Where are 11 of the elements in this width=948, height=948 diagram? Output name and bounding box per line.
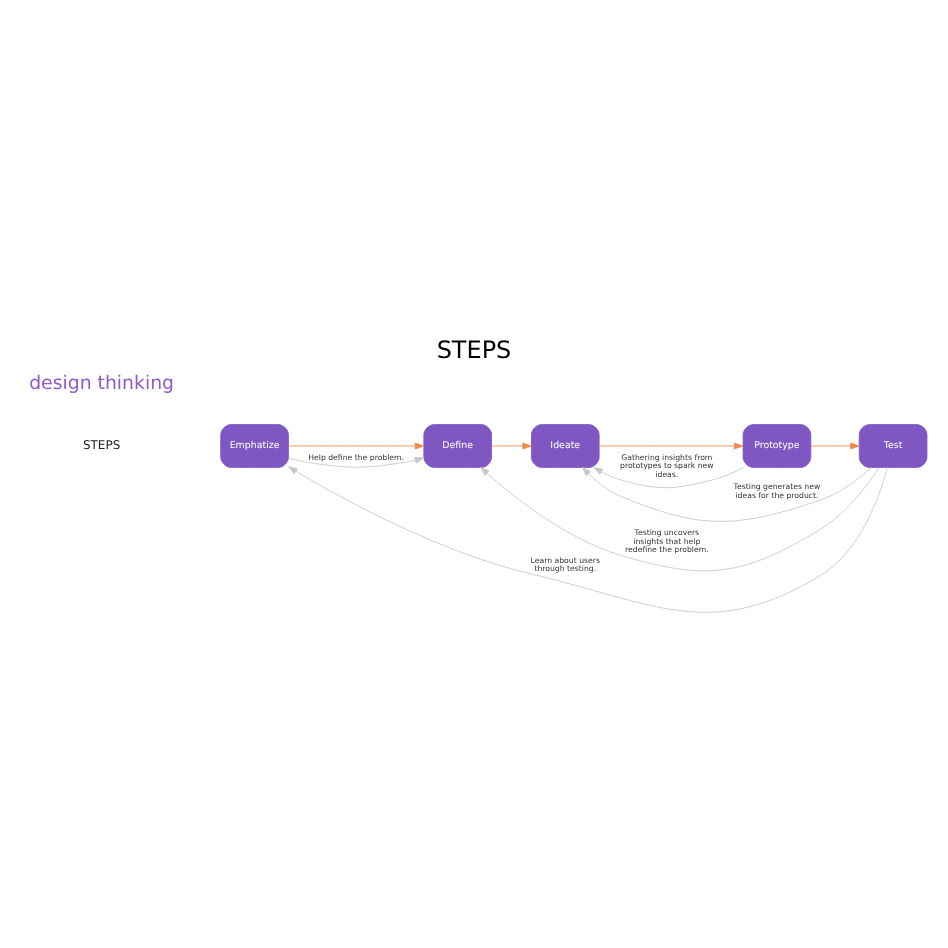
- diagram-title: STEPS: [436, 336, 512, 365]
- arrow: [810, 442, 860, 450]
- arrow: [480, 467, 880, 572]
- arrow: [288, 456, 425, 468]
- arrow: [288, 442, 425, 450]
- arrow: [598, 442, 744, 450]
- arrow: [593, 467, 744, 489]
- arrow: [491, 442, 532, 450]
- arrow: [288, 466, 888, 613]
- label: design thinking: [29, 373, 175, 396]
- arrow: [582, 467, 872, 522]
